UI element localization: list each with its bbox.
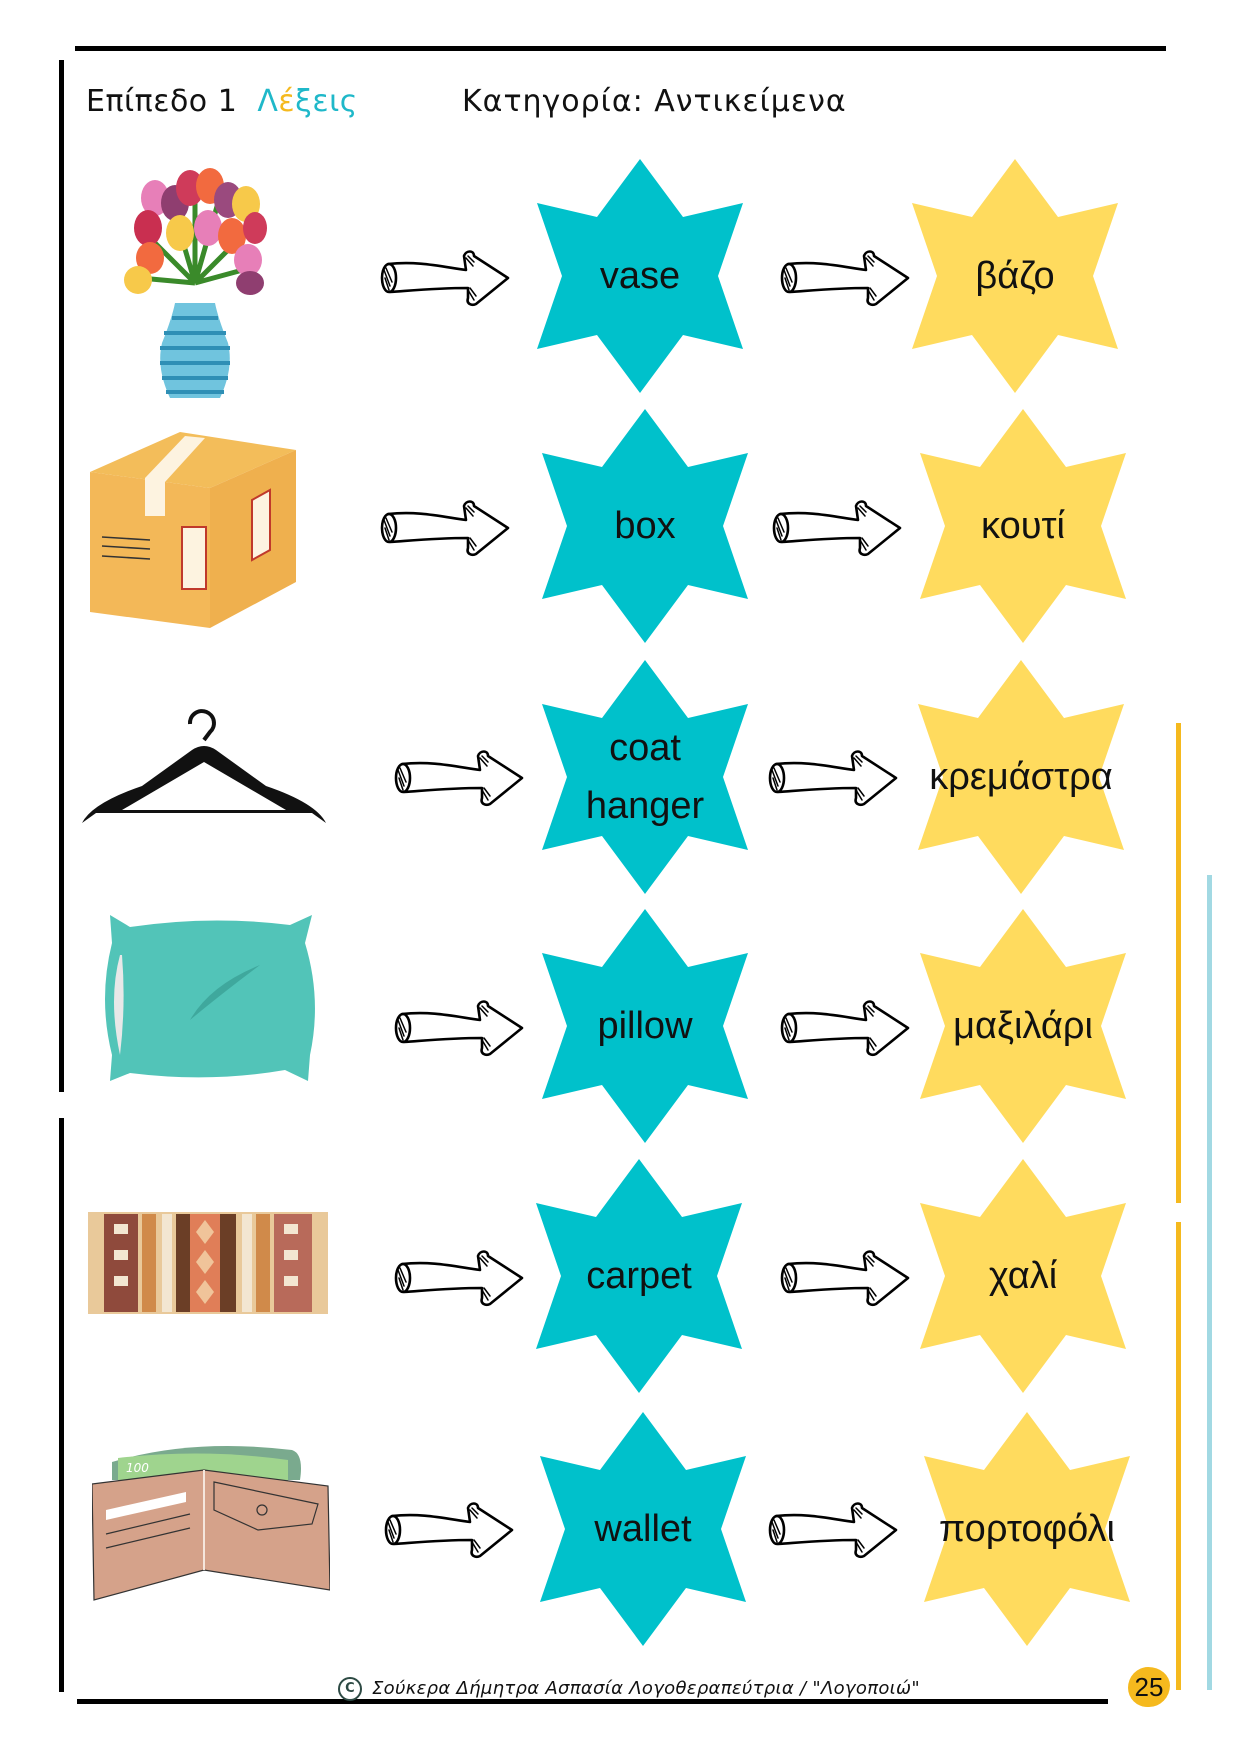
level-word-letter: ι <box>329 84 340 119</box>
arrow-to-greek-icon <box>778 246 910 308</box>
arrow-right-icon <box>772 500 902 557</box>
wallet-image: 100 <box>91 1440 331 1602</box>
arrow-to-greek-icon <box>778 1246 910 1308</box>
english-word-star-label: box <box>614 505 676 547</box>
arrow-right-icon <box>394 1250 524 1307</box>
cardboard-box-image <box>90 432 296 628</box>
star-shape <box>536 1159 742 1393</box>
level-label: Επίπεδο 1 <box>86 84 238 119</box>
english-word-star-label: pillow <box>597 1005 693 1047</box>
footer-text: Σούκερα Δήμητρα Ασπασία Λογοθεραπεύτρια … <box>372 1678 920 1699</box>
category-heading: Κατηγορία: Αντικείμενα <box>462 84 847 119</box>
copyright-icon: C <box>338 1677 362 1701</box>
english-word-star: vase <box>537 159 743 393</box>
english-word-star: pillow <box>542 909 748 1143</box>
star-shape <box>918 660 1124 894</box>
english-word-star-label: vase <box>599 255 681 297</box>
arrow-to-english-icon <box>392 996 524 1058</box>
english-word-star-label: wallet <box>594 1508 692 1550</box>
arrow-to-greek-icon <box>770 496 902 558</box>
star-shape <box>542 909 748 1143</box>
top-border <box>75 46 1166 51</box>
greek-word-star-label: κουτί <box>981 505 1065 547</box>
greek-word-star: κρεμάστρα <box>918 660 1124 894</box>
svg-text:100: 100 <box>126 1461 149 1475</box>
arrow-right-icon <box>780 1250 910 1307</box>
greek-word-star: χαλί <box>920 1159 1126 1393</box>
coat-hanger-image <box>82 698 326 830</box>
greek-word-star: μαξιλάρι <box>920 909 1126 1143</box>
arrow-right-icon <box>380 250 510 307</box>
level-word-letter: Λ <box>257 84 279 119</box>
level-word-letter: ς <box>339 84 358 119</box>
arrow-right-icon <box>380 500 510 557</box>
arrow-to-english-icon <box>382 1498 514 1560</box>
star-shape <box>537 159 743 393</box>
star-shape <box>920 1159 1126 1393</box>
arrow-right-icon <box>768 750 898 807</box>
level-word-letter: ε <box>312 84 330 119</box>
bottom-border <box>77 1699 1108 1704</box>
english-word-star: box <box>542 409 748 643</box>
level-word: Λέξεις <box>257 84 357 119</box>
greek-word-star: κουτί <box>920 409 1126 643</box>
star-shape <box>924 1412 1130 1646</box>
accent-line-blue <box>1207 875 1212 1690</box>
accent-line-yellow-upper <box>1176 723 1181 1203</box>
star-shape <box>542 660 748 894</box>
pillow-image <box>100 915 320 1083</box>
english-word-star: carpet <box>536 1159 742 1393</box>
greek-word-star-label: μαξιλάρι <box>953 1005 1093 1047</box>
arrow-to-english-icon <box>378 496 510 558</box>
star-shape <box>912 159 1118 393</box>
star-shape <box>540 1412 746 1646</box>
carpet-image <box>78 1210 340 1316</box>
arrow-right-icon <box>384 1502 514 1559</box>
left-border-upper <box>59 60 64 1092</box>
level-heading: Επίπεδο 1 Λέξεις <box>86 84 358 119</box>
arrow-to-greek-icon <box>766 1498 898 1560</box>
arrow-right-icon <box>768 1502 898 1559</box>
arrow-right-icon <box>780 250 910 307</box>
arrow-to-english-icon <box>392 1246 524 1308</box>
vase-with-tulips-image <box>120 168 270 400</box>
greek-word-star-label: βάζο <box>975 255 1055 297</box>
arrow-right-icon <box>394 1000 524 1057</box>
greek-word-star: πορτοφόλι <box>924 1412 1130 1646</box>
left-border-lower <box>59 1118 64 1692</box>
arrow-to-english-icon <box>392 746 524 808</box>
accent-line-yellow-lower <box>1176 1222 1181 1690</box>
arrow-right-icon <box>394 750 524 807</box>
level-word-letter: ξ <box>295 84 313 119</box>
page-number-badge: 25 <box>1128 1667 1170 1707</box>
star-shape <box>542 409 748 643</box>
greek-word-star-label: πορτοφόλι <box>939 1508 1115 1550</box>
arrow-to-greek-icon <box>778 996 910 1058</box>
greek-word-star: βάζο <box>912 159 1118 393</box>
greek-word-star-label: χαλί <box>988 1255 1058 1297</box>
arrow-to-greek-icon <box>766 746 898 808</box>
star-shape <box>920 909 1126 1143</box>
level-word-letter: έ <box>278 84 296 119</box>
arrow-to-english-icon <box>378 246 510 308</box>
footer-credit: C Σούκερα Δήμητρα Ασπασία Λογοθεραπεύτρια… <box>338 1677 920 1701</box>
greek-word-star-label: κρεμάστρα <box>929 756 1113 798</box>
english-word-star-label: carpet <box>586 1255 692 1297</box>
star-shape <box>920 409 1126 643</box>
english-word-star: wallet <box>540 1412 746 1646</box>
arrow-right-icon <box>780 1000 910 1057</box>
